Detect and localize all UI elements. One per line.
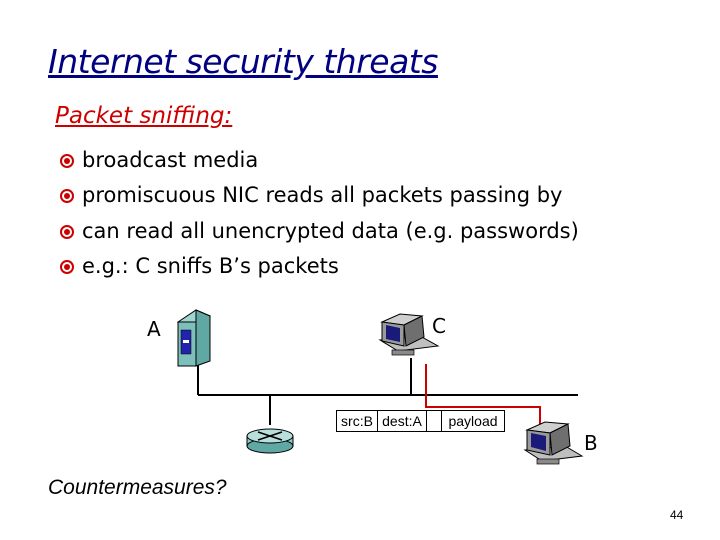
bullet-item: can read all unencrypted data (e.g. pass… [60,213,579,249]
bullet-text: promiscuous NIC reads all packets passin… [82,183,563,208]
packet-payload-field: payload [441,410,505,432]
host-b-label: B [584,431,598,455]
bullet-icon [60,224,74,239]
server-icon [176,309,212,367]
workstation-icon [523,421,584,465]
host-a-label: A [147,317,161,341]
bullet-icon [60,260,74,275]
countermeasures-text: Countermeasures? [48,476,227,499]
bullet-list: broadcast media promiscuous NIC reads al… [60,142,579,284]
packet-path [425,400,541,432]
bullet-icon [60,153,74,168]
workstation-icon [378,313,440,356]
bullet-text: e.g.: C sniffs B’s packets [82,254,339,279]
section-heading: Packet sniffing: [55,103,233,129]
bullet-item: e.g.: C sniffs B’s packets [60,249,579,285]
packet-gap-field [426,410,442,432]
host-c-label: C [432,314,446,338]
router-icon [246,428,294,454]
bullet-icon [60,189,74,204]
slide-title: Internet security threats [48,42,438,81]
bullet-text: broadcast media [82,147,259,172]
page-number: 44 [670,508,684,522]
bullet-text: can read all unencrypted data (e.g. pass… [82,218,579,243]
bullet-item: broadcast media [60,142,579,178]
packet-dest-field: dest:A [377,410,427,432]
bullet-item: promiscuous NIC reads all packets passin… [60,178,579,214]
packet-src-field: src:B [336,410,378,432]
